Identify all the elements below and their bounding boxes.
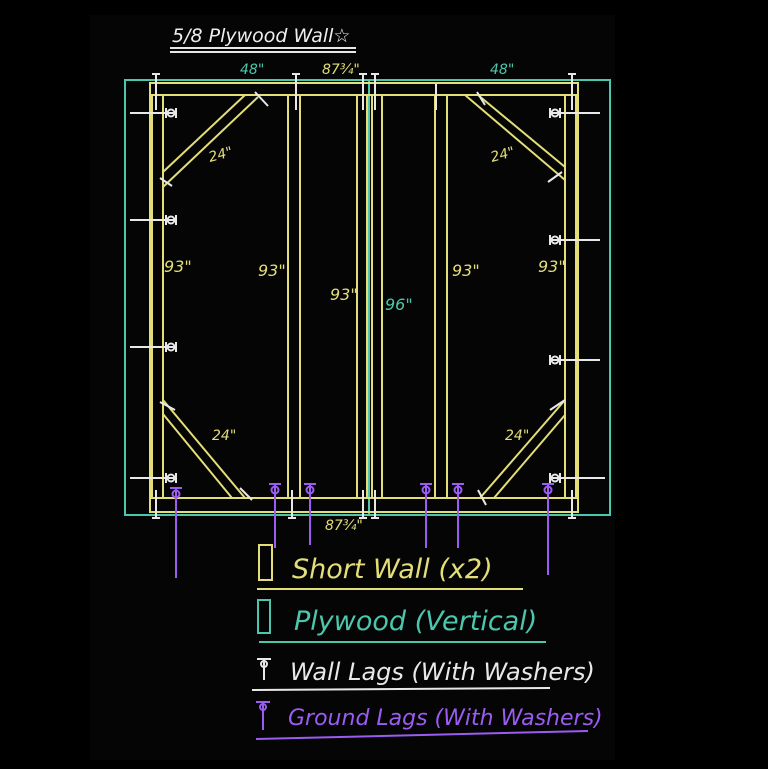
stud-right-mid <box>434 94 448 499</box>
dim-brace-br: 24" <box>505 428 529 444</box>
canvas-background <box>90 15 615 760</box>
wall-lag <box>549 355 600 365</box>
ground-lag <box>420 483 432 548</box>
dim-top-middle: 87¾" <box>322 62 360 78</box>
dim-bottom-middle: 87¾" <box>325 518 363 534</box>
lag-bolt-icon <box>257 658 271 680</box>
dim-brace-tr: 24" <box>489 144 517 166</box>
ground-lag <box>304 483 316 545</box>
lag-bolt-icon <box>256 701 270 730</box>
ground-lag <box>452 483 464 548</box>
dim-stud-left-inner: 93" <box>330 285 358 304</box>
stud-left-mid <box>287 94 301 499</box>
dimension-labels: 48" 87¾" 48" 87¾" 24" 24" 24" 24" 93" 93… <box>164 62 566 534</box>
diagram-title: 5/8 Plywood Wall☆ <box>172 25 350 47</box>
ground-lag <box>170 487 182 578</box>
wall-lag <box>130 473 177 483</box>
wall-lag <box>549 108 600 118</box>
stud-right-inner <box>371 94 383 499</box>
yellow-rect-icon <box>258 544 273 581</box>
ground-lag <box>269 483 281 548</box>
legend-label: Wall Lags (With Washers) <box>290 658 595 686</box>
legend-item-wall-lags: Wall Lags (With Washers) <box>251 658 595 691</box>
legend-label: Ground Lags (With Washers) <box>288 706 603 731</box>
legend-divider <box>251 687 551 691</box>
dim-stud-right-mid: 93" <box>452 261 480 280</box>
legend-divider <box>255 730 589 740</box>
ground-lags <box>170 483 554 578</box>
legend-item-plywood: Plywood (Vertical) <box>257 599 546 643</box>
plywood-outline <box>124 79 611 516</box>
wall-lag <box>130 342 177 352</box>
legend-label: Short Wall (x2) <box>292 554 493 585</box>
plywood-sheets <box>124 79 611 516</box>
legend: Short Wall (x2) Plywood (Vertical) Wall … <box>251 544 603 740</box>
dim-stud-right-end: 93" <box>538 257 566 276</box>
brace-bottom-right <box>479 399 566 499</box>
brace-bottom-left <box>162 399 246 499</box>
wall-lag <box>130 108 177 118</box>
screws <box>152 73 576 519</box>
ground-lag <box>542 483 554 575</box>
teal-rect-icon <box>257 599 271 634</box>
wall-lag <box>549 473 605 483</box>
legend-item-ground-lags: Ground Lags (With Washers) <box>255 701 603 740</box>
dim-plywood-height: 96" <box>385 295 413 314</box>
dim-brace-tl: 24" <box>207 144 235 166</box>
brace-top-left <box>162 94 259 188</box>
stud-right-end <box>564 94 577 499</box>
stud-left-end <box>151 94 164 499</box>
brace-top-right <box>464 94 566 181</box>
legend-label: Plywood (Vertical) <box>294 606 537 637</box>
wall-lags <box>130 108 605 483</box>
dim-top-left-width: 48" <box>240 62 264 78</box>
dim-brace-bl: 24" <box>212 428 236 444</box>
wall-lag <box>130 215 177 225</box>
dim-stud-left-mid: 93" <box>258 261 286 280</box>
wall-lag <box>549 235 600 245</box>
dim-stud-left-end: 93" <box>164 257 192 276</box>
dim-top-right-width: 48" <box>490 62 514 78</box>
legend-item-short-wall: Short Wall (x2) <box>257 544 523 590</box>
